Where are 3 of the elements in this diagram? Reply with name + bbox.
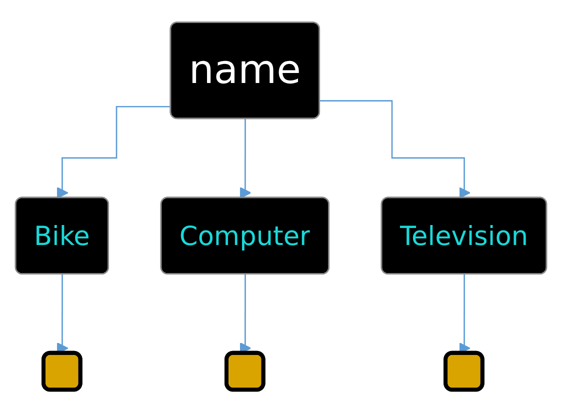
arrow: [56, 106, 172, 199]
arrow: [240, 118, 252, 199]
arrow: [320, 100, 470, 199]
